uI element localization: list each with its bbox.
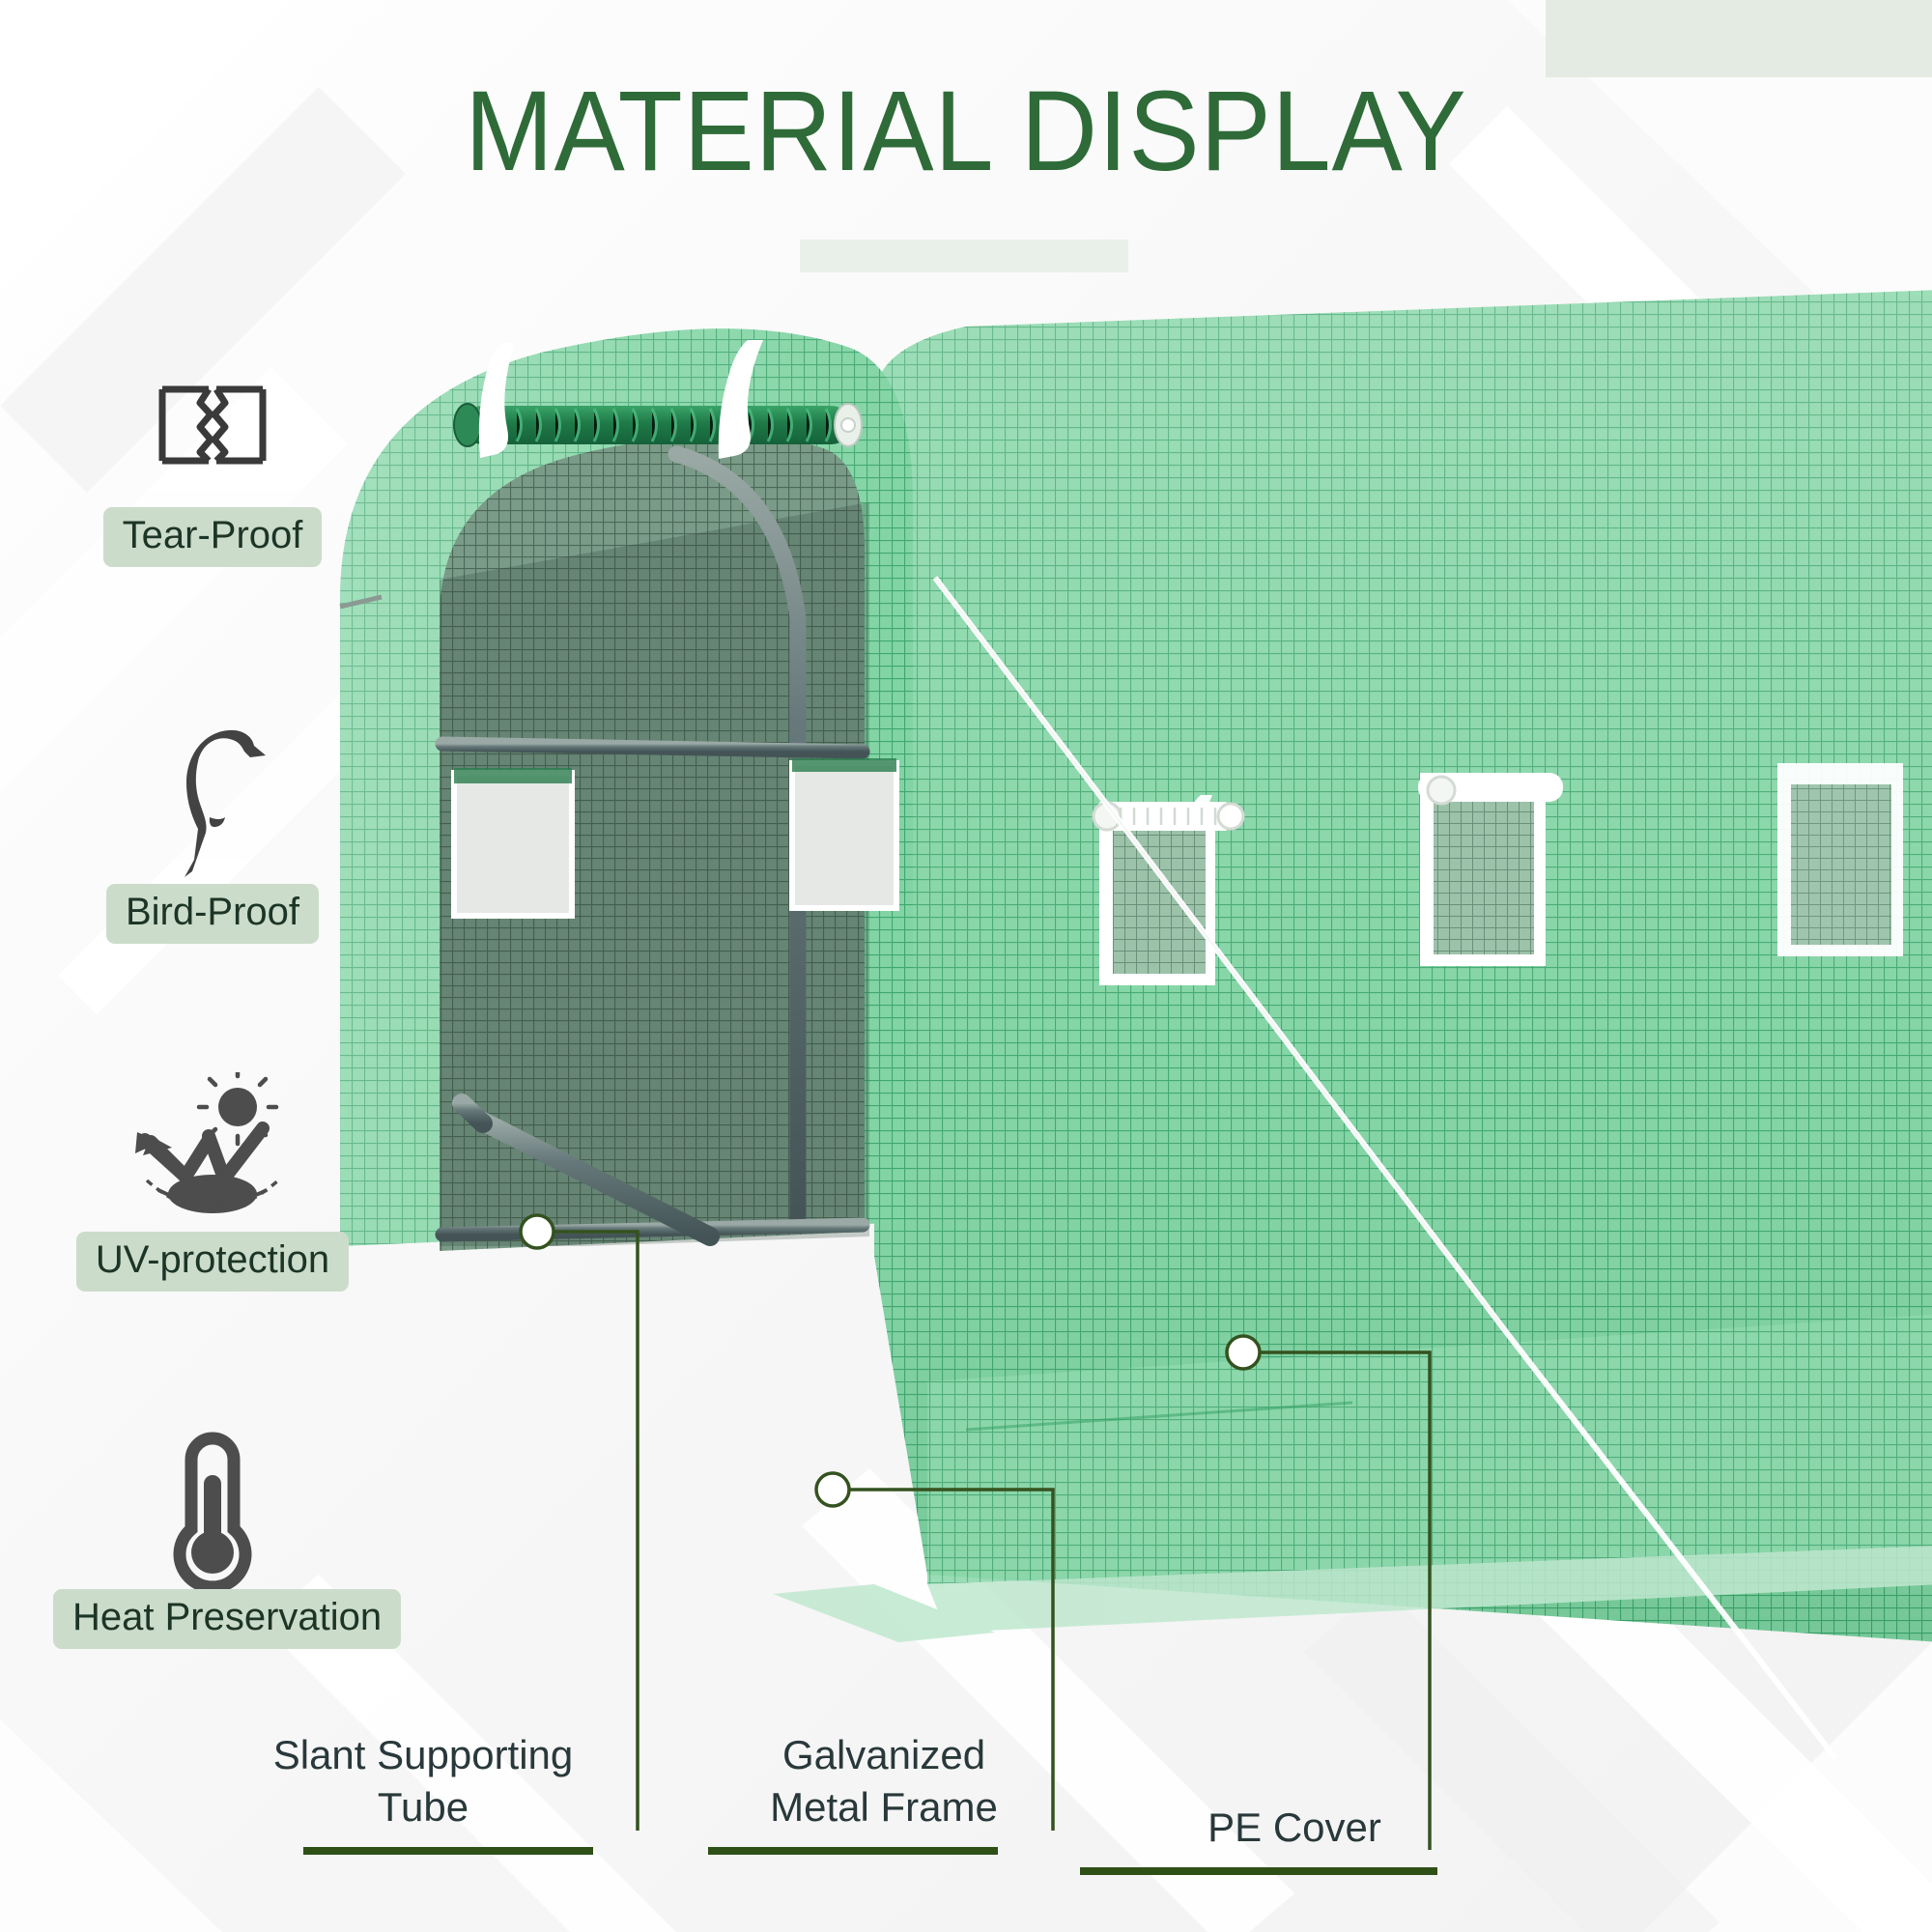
door-opening (440, 434, 865, 1251)
callout-underline (1080, 1866, 1437, 1875)
slant-supporting-tube (471, 1111, 720, 1246)
callout-label: Galvanized Metal Frame (770, 1732, 998, 1830)
side-window-3 (1777, 763, 1903, 956)
feature-label: Heat Preservation (53, 1589, 402, 1649)
callout-pe-cover: PE Cover (1080, 1802, 1507, 1875)
feature-label: Tear-Proof (102, 507, 323, 567)
tear-icon (53, 343, 372, 507)
callout-dot (519, 1213, 1262, 1508)
page-title: MATERIAL DISPLAY (465, 68, 1467, 195)
callout-galvanized-metal-frame: Galvanized Metal Frame (681, 1729, 1087, 1855)
feature-uv-protection: UV-protection (53, 1067, 372, 1292)
page-title-wrap: MATERIAL DISPLAY (0, 68, 1932, 195)
bird-icon (53, 720, 372, 884)
uv-icon (53, 1067, 372, 1232)
callout-label: PE Cover (1208, 1804, 1381, 1850)
callout-slant-supporting-tube: Slant Supporting Tube (249, 1729, 597, 1855)
thermometer-icon (53, 1425, 372, 1589)
feature-label: UV-protection (75, 1232, 350, 1292)
callout-underline (708, 1846, 998, 1855)
callout-underline (303, 1846, 593, 1855)
front-window-left (451, 768, 575, 919)
anchor-peg (339, 594, 383, 610)
feature-bird-proof: Bird-Proof (53, 720, 372, 944)
feature-label: Bird-Proof (105, 884, 320, 944)
front-window-right (789, 758, 899, 911)
title-underline-band (800, 240, 1128, 272)
galvanized-metal-frame (435, 445, 870, 1245)
side-window-1 (1092, 801, 1245, 985)
feature-tear-proof: Tear-Proof (53, 343, 372, 567)
callout-label: Slant Supporting Tube (272, 1732, 574, 1830)
rolled-fabric-bar (453, 403, 863, 447)
feature-heat-preservation: Heat Preservation (53, 1425, 402, 1649)
side-window-2 (1418, 773, 1563, 966)
